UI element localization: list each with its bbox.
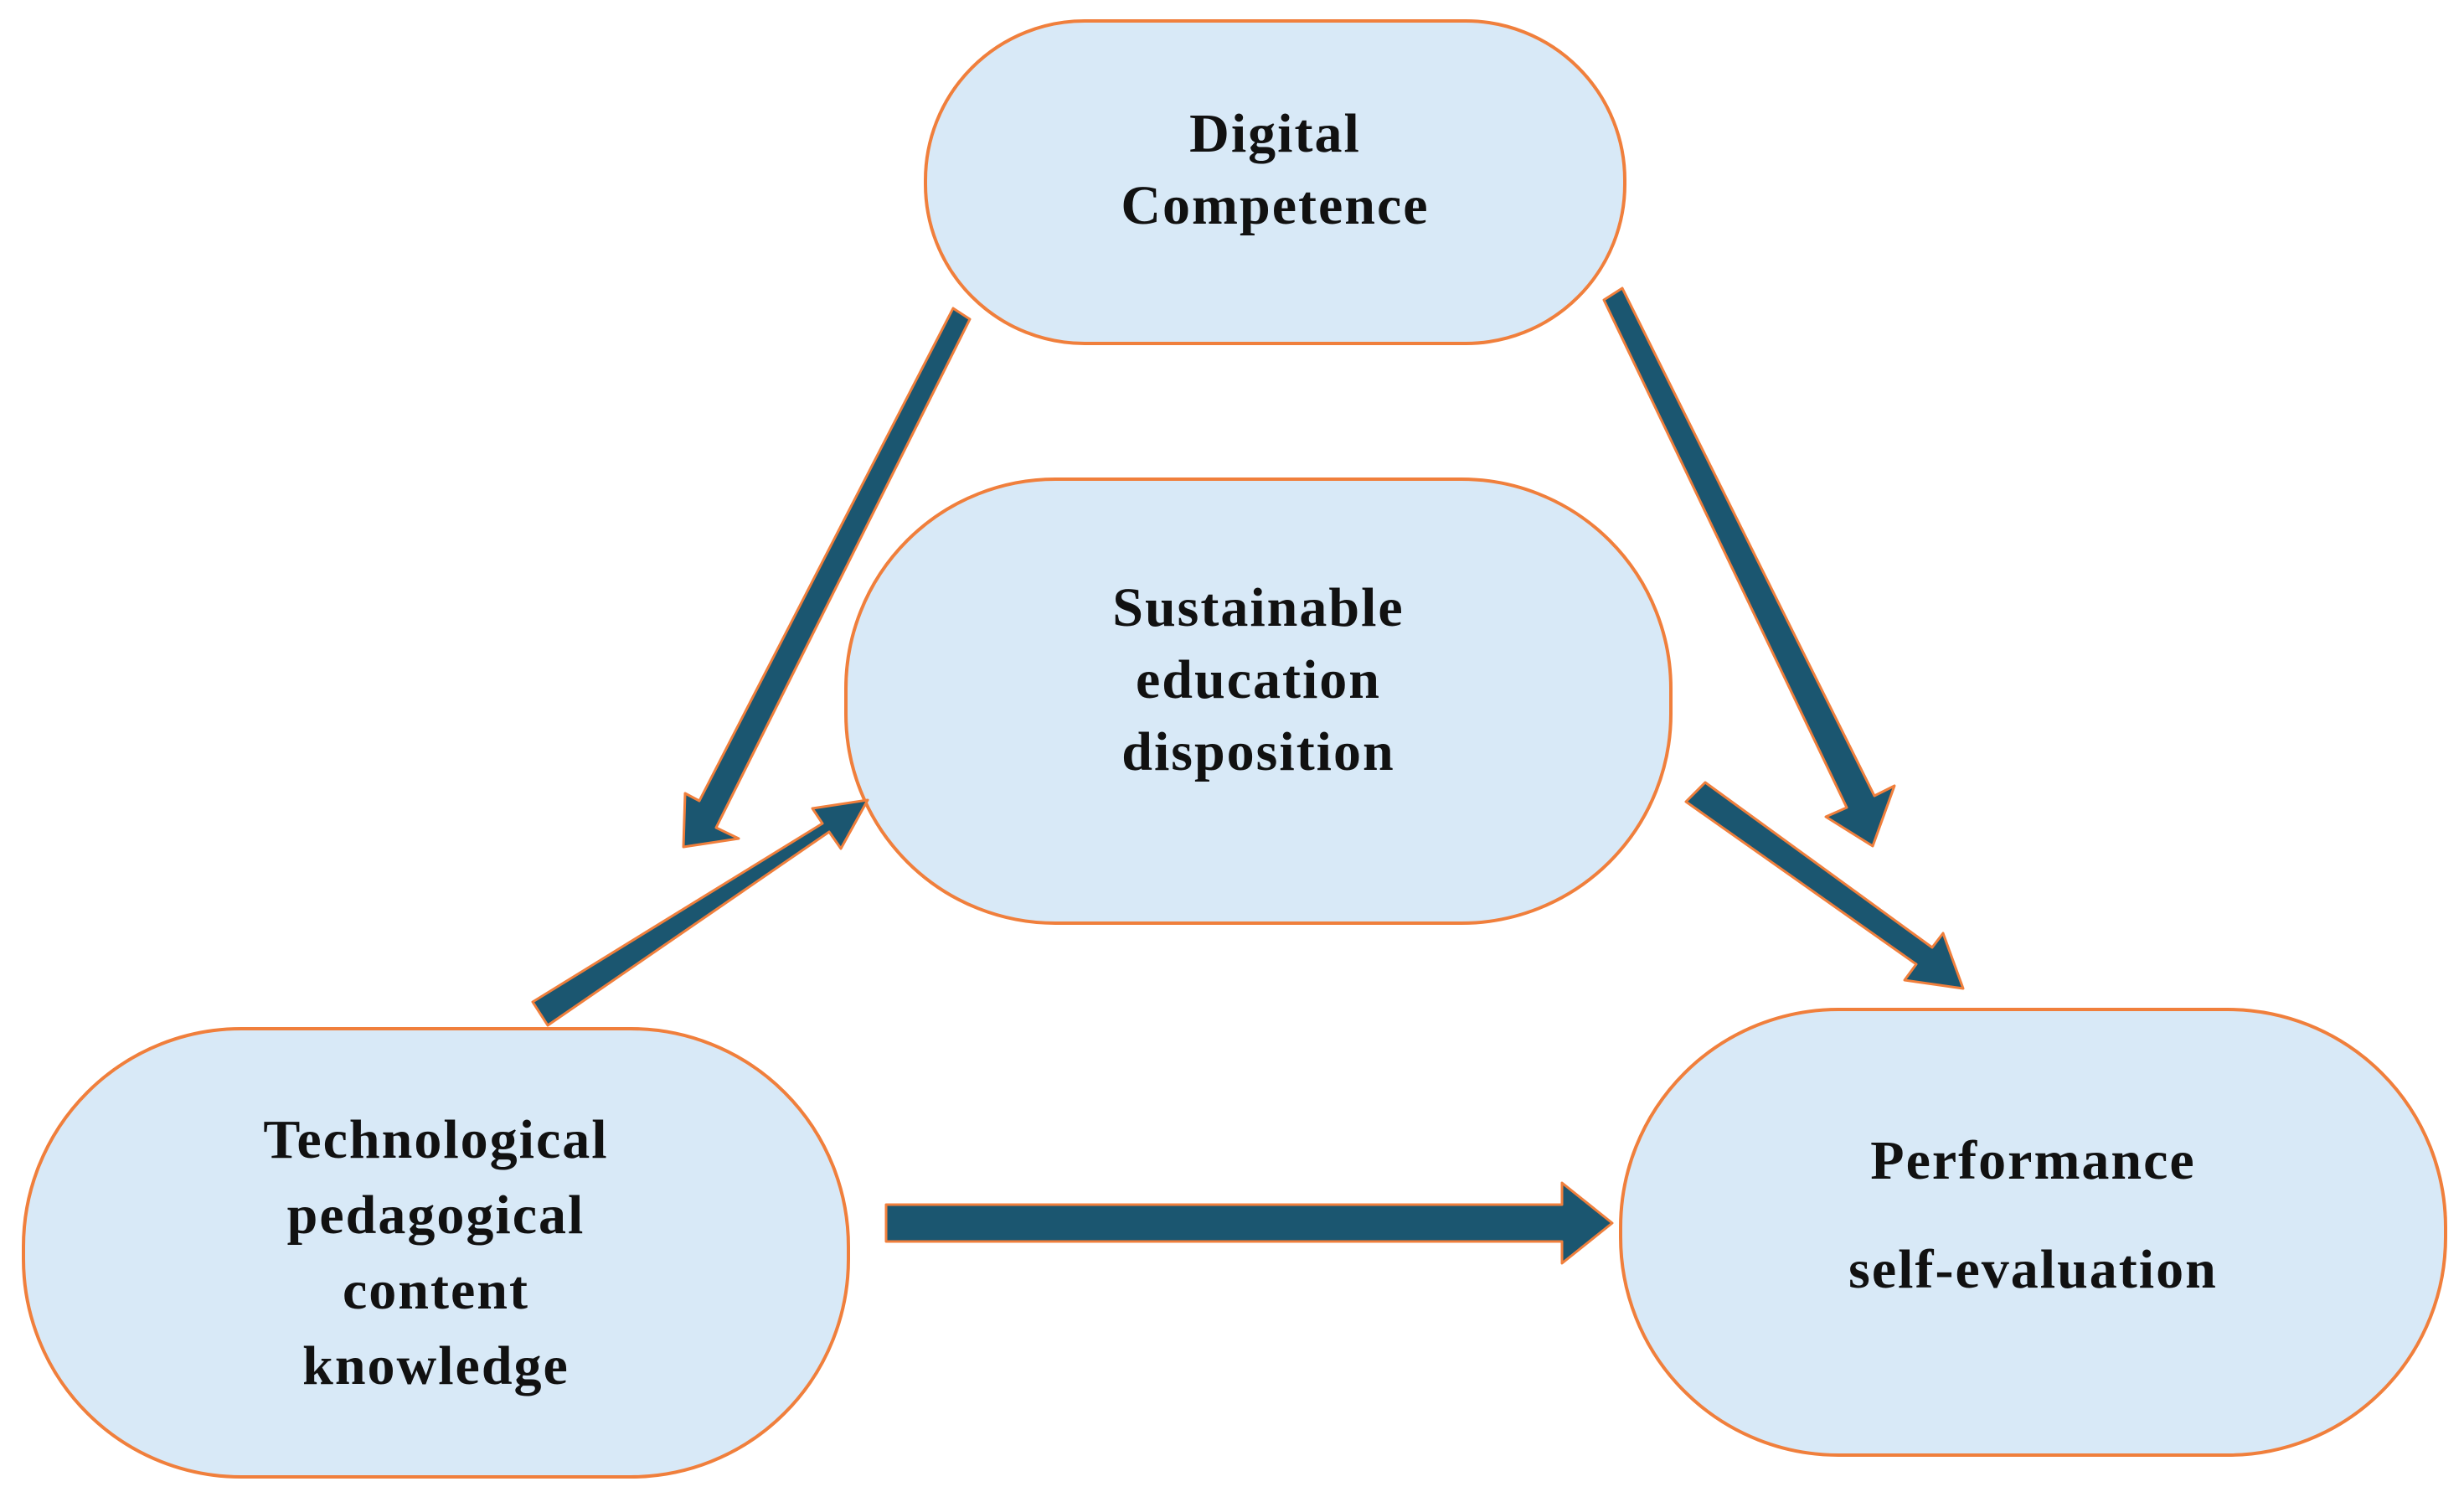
node-label-line: disposition [1121, 721, 1395, 782]
arrow-tpck-to-performance [884, 1181, 1614, 1265]
arrow-digital-to-performance [1602, 286, 1896, 848]
node-label-line: self-evaluation [1848, 1239, 2218, 1300]
node-label-line: Technological [263, 1108, 609, 1170]
arrow-tpck-to-sustainable [531, 798, 869, 1027]
arrow-digital-to-sustainable [682, 307, 972, 849]
node-label-line: knowledge [302, 1334, 570, 1396]
node-shape-sustainable-education [844, 477, 1673, 925]
node-sustainable-education-disposition: Sustainable education disposition [846, 479, 1671, 923]
node-label-line: content [343, 1259, 529, 1321]
node-technological-pedagogical-content-knowledge: Technological pedagogical content knowle… [23, 1029, 848, 1477]
node-performance-self-evaluation: Performance self-evaluation [1621, 1009, 2446, 1455]
node-label-line: Sustainable [1112, 577, 1405, 638]
node-shape-performance [1619, 1008, 2447, 1457]
node-label-line: Competence [1121, 174, 1430, 236]
node-shape-tpck [22, 1027, 850, 1479]
node-shape-digital-competence [924, 19, 1626, 345]
node-label-line: Performance [1870, 1130, 2196, 1191]
node-label-line: pedagogical [286, 1184, 585, 1246]
node-digital-competence: Digital Competence [925, 21, 1625, 343]
arrow-sustainable-to-performance [1684, 781, 1965, 990]
node-label-line: Digital [1189, 102, 1361, 164]
node-label-line: education [1135, 649, 1382, 710]
